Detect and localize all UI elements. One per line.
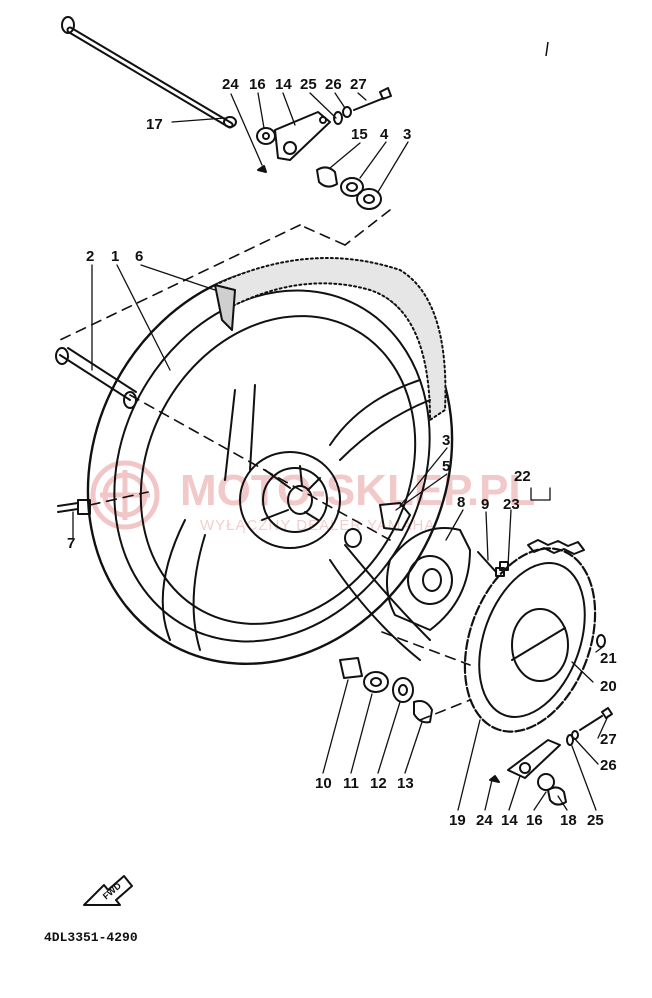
callout-21: 21 bbox=[600, 650, 617, 667]
callout-8: 8 bbox=[457, 494, 465, 511]
callout-3-top: 3 bbox=[403, 126, 411, 143]
callout-26-bottom: 26 bbox=[600, 757, 617, 774]
callout-20: 20 bbox=[600, 678, 617, 695]
sprocket-bolts bbox=[477, 551, 509, 577]
callout-24-bottom: 24 bbox=[476, 812, 493, 829]
callout-10: 10 bbox=[315, 775, 332, 792]
sprocket-hub-group bbox=[344, 502, 471, 631]
callout-25-bottom: 25 bbox=[587, 812, 604, 829]
balance-bolt bbox=[57, 499, 91, 515]
callout-18: 18 bbox=[560, 812, 577, 829]
hub-bearing-stack bbox=[339, 657, 433, 724]
callout-14-bottom: 14 bbox=[501, 812, 518, 829]
watermark-tagline: WYŁĄCZNY DEALER YAMAHA bbox=[200, 517, 435, 534]
callout-3-hub: 3 bbox=[442, 432, 450, 449]
watermark-logo bbox=[90, 460, 160, 530]
callout-4: 4 bbox=[380, 126, 389, 143]
upper-chain-puller-group bbox=[256, 87, 392, 210]
rear-axle bbox=[61, 16, 237, 129]
callout-labels: 24 16 14 25 26 27 17 15 4 3 2 1 6 3 5 22… bbox=[67, 76, 617, 829]
axle-collar bbox=[55, 347, 137, 409]
callout-5: 5 bbox=[442, 458, 450, 475]
callout-14-top: 14 bbox=[275, 76, 292, 93]
callout-23: 23 bbox=[503, 496, 520, 513]
forward-arrow: FWD bbox=[83, 875, 133, 906]
callout-7: 7 bbox=[67, 535, 75, 552]
lower-chain-puller-group bbox=[489, 707, 613, 806]
callout-12: 12 bbox=[370, 775, 387, 792]
leader-lines bbox=[72, 92, 609, 811]
callout-17: 17 bbox=[146, 116, 163, 133]
stray-mark bbox=[545, 41, 549, 57]
tire bbox=[214, 257, 447, 421]
callout-9: 9 bbox=[481, 496, 489, 513]
rear-sprocket bbox=[463, 547, 597, 733]
callout-11: 11 bbox=[343, 775, 359, 792]
callout-2: 2 bbox=[86, 248, 94, 265]
sprocket-nut bbox=[596, 634, 606, 648]
wheel-hub bbox=[239, 451, 341, 549]
assembly-guide-lines bbox=[59, 209, 471, 721]
callout-13: 13 bbox=[397, 775, 414, 792]
wheel-spokes bbox=[161, 379, 431, 661]
callout-24-top: 24 bbox=[222, 76, 239, 93]
callout-16-bottom: 16 bbox=[526, 812, 543, 829]
watermark-brand: MOTO-SKLEP.PL bbox=[180, 466, 535, 515]
callout-26-top: 26 bbox=[325, 76, 342, 93]
callout-6: 6 bbox=[135, 248, 143, 265]
callout-25-top: 25 bbox=[300, 76, 317, 93]
callout-22: 22 bbox=[514, 468, 531, 485]
drive-chain bbox=[527, 539, 585, 555]
diagram-code: 4DL3351-4290 bbox=[44, 930, 138, 945]
callout-19: 19 bbox=[449, 812, 466, 829]
callout-15: 15 bbox=[351, 126, 368, 143]
callout-27-bottom: 27 bbox=[600, 731, 617, 748]
callout-1: 1 bbox=[111, 248, 119, 265]
watermark: MOTO-SKLEP.PL WYŁĄCZNY DEALER YAMAHA bbox=[90, 460, 535, 534]
callout-16-top: 16 bbox=[249, 76, 266, 93]
callout-27-top: 27 bbox=[350, 76, 367, 93]
